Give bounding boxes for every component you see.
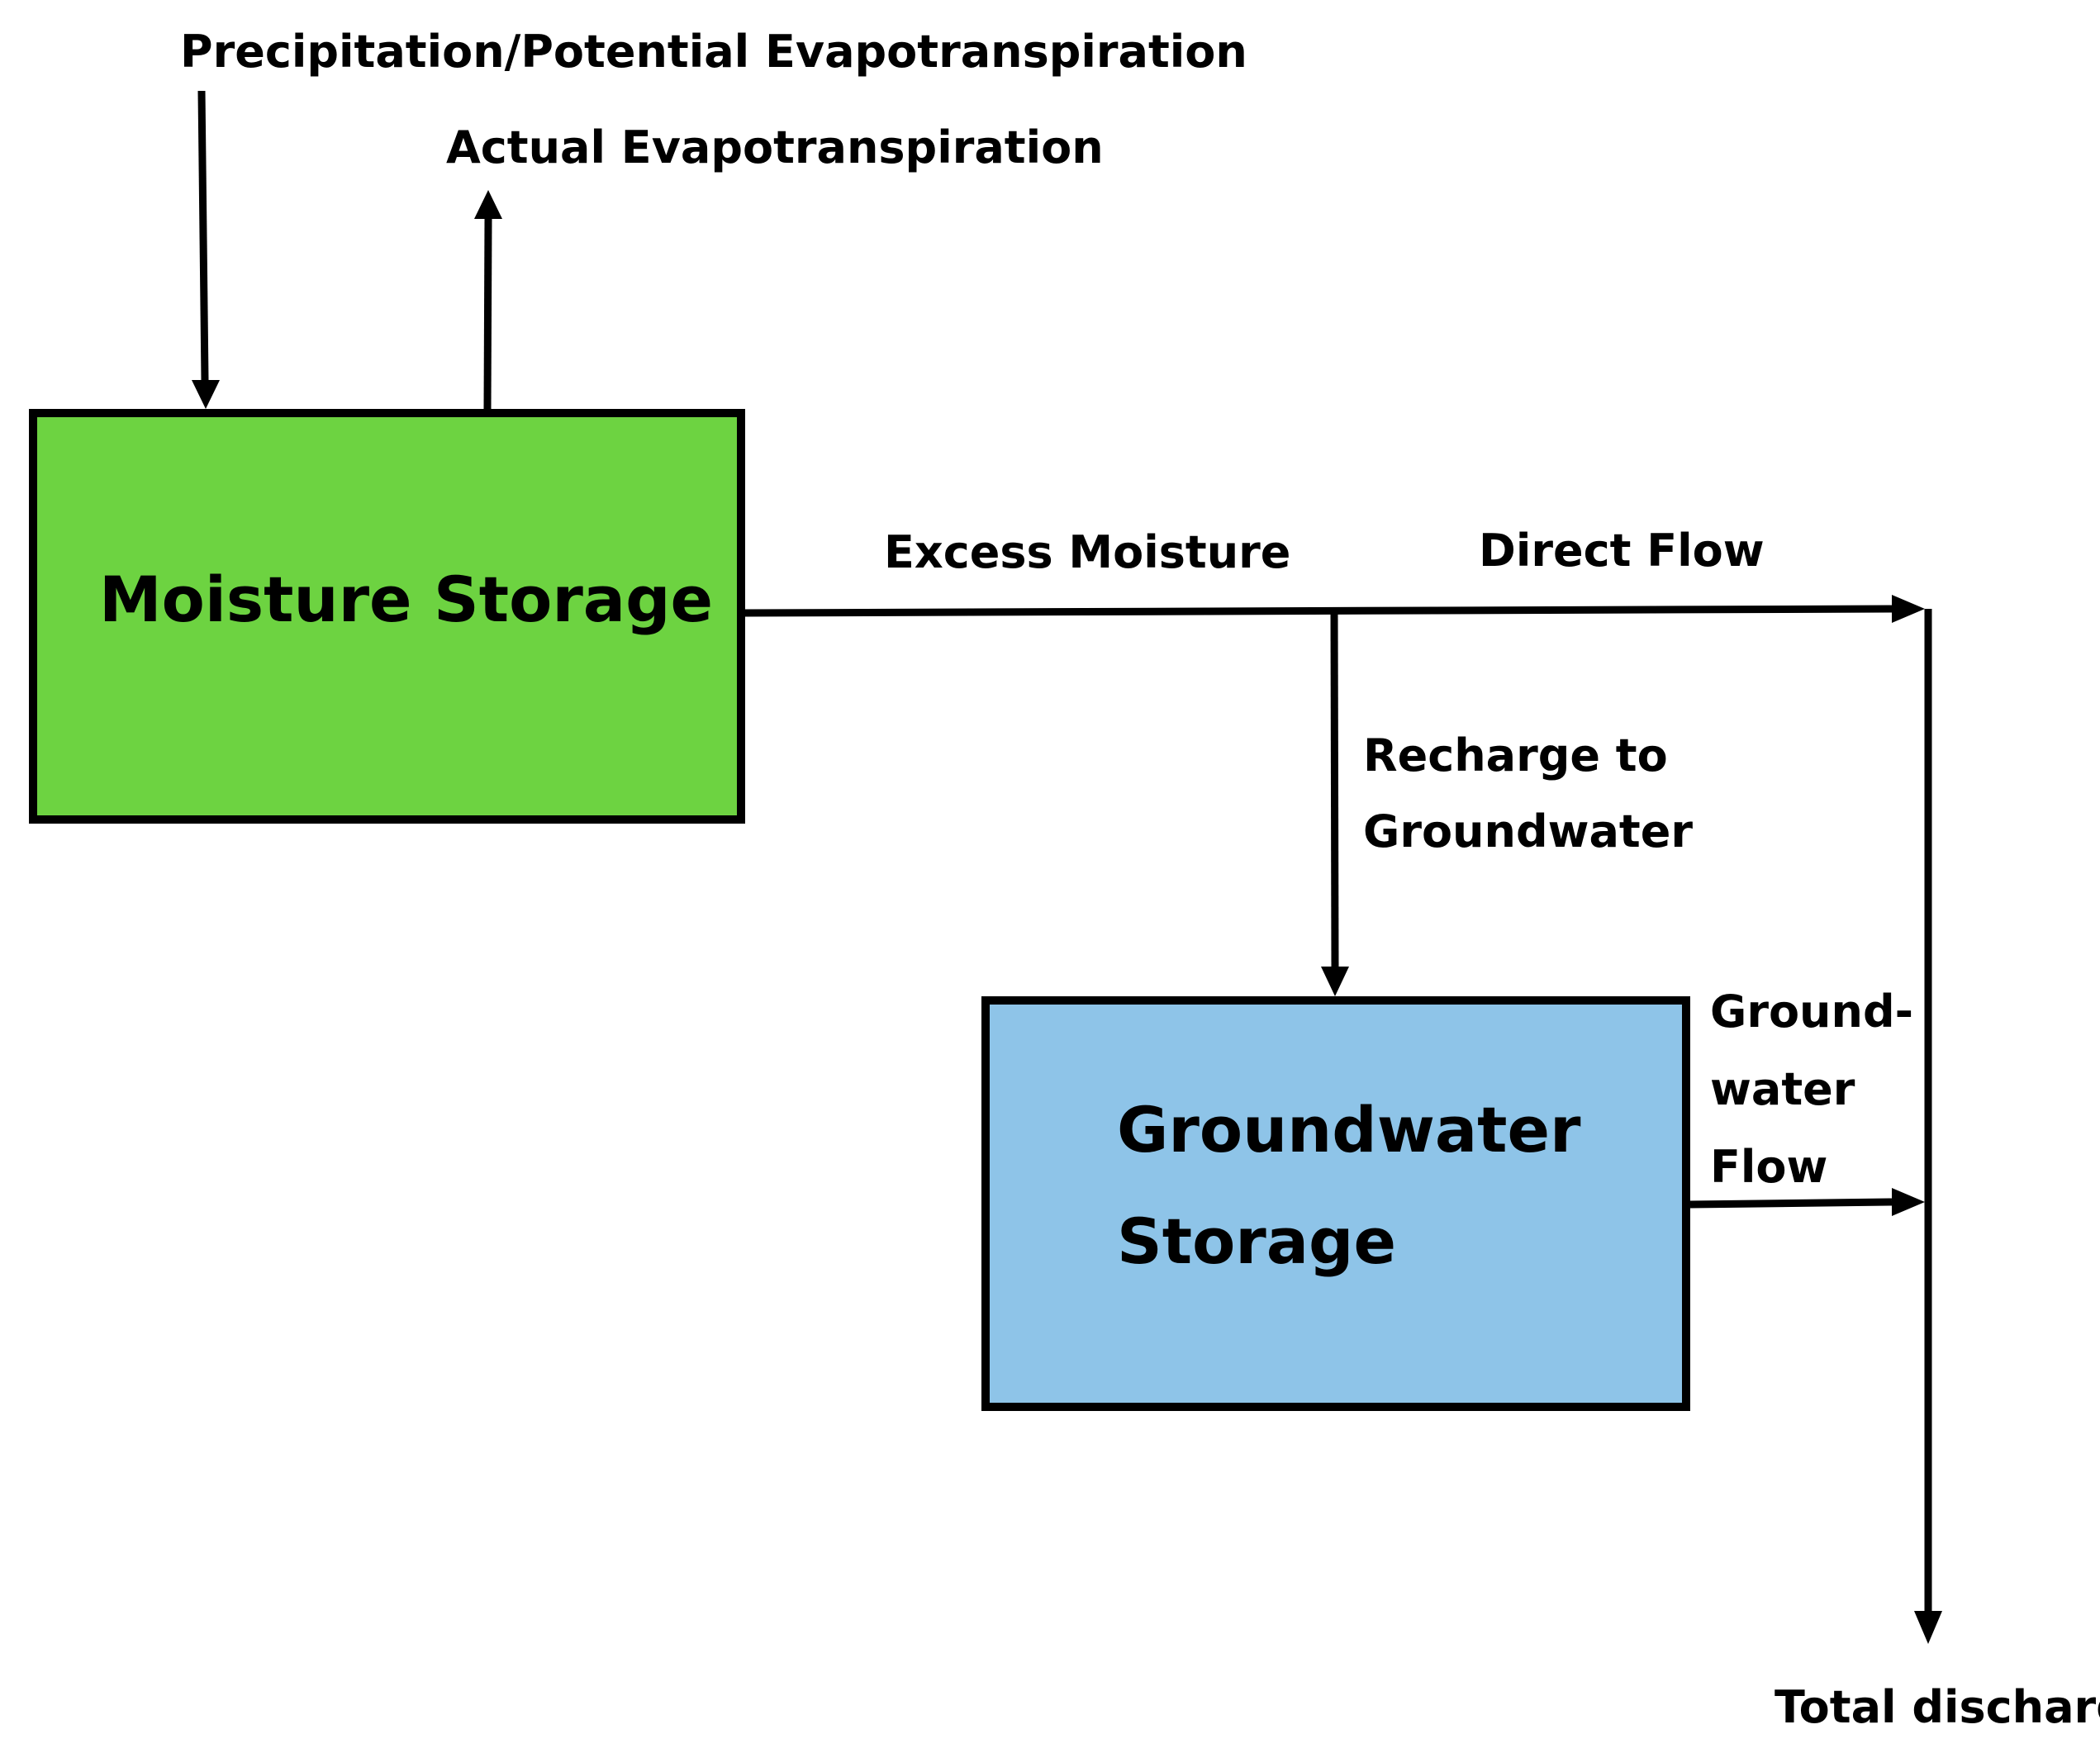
recharge-arrowhead	[1321, 967, 1349, 996]
direct-flow-arrowhead	[1892, 595, 1925, 623]
precipitation-arrowhead	[192, 380, 220, 409]
actual-et-arrow-line	[483, 218, 492, 410]
groundwater-flow-arrowhead	[1892, 1188, 1925, 1216]
excess-moisture-line	[744, 605, 1893, 617]
groundwater-flow-label-line1: Ground-	[1710, 986, 1914, 1038]
recharge-arrow-line	[1330, 612, 1339, 967]
actual-et-label: Actual Evapotranspiration	[446, 121, 1104, 173]
groundwater-storage-box	[981, 996, 1690, 1411]
total-discharge-arrowhead	[1914, 1611, 1942, 1644]
total-discharge-label: Total discharge	[1775, 1681, 2100, 1733]
precipitation-label: Precipitation/Potential Evapotranspirati…	[180, 26, 1247, 78]
groundwater-flow-label-line2: water	[1710, 1063, 1855, 1115]
excess-moisture-label: Excess Moisture	[884, 526, 1291, 578]
groundwater-storage-title-line2: Storage	[1117, 1204, 1396, 1278]
precipitation-arrow-line	[197, 90, 209, 381]
direct-flow-label: Direct Flow	[1479, 525, 1765, 577]
moisture-storage-box	[29, 409, 745, 824]
groundwater-flow-line	[1689, 1198, 1893, 1209]
moisture-storage-title: Moisture Storage	[99, 563, 714, 636]
groundwater-storage-title-line1: Groundwater	[1117, 1093, 1581, 1166]
recharge-label-line2: Groundwater	[1363, 805, 1693, 857]
actual-et-arrowhead	[474, 190, 502, 219]
groundwater-flow-label-line3: Flow	[1710, 1141, 1828, 1193]
recharge-label-line1: Recharge to	[1363, 729, 1668, 781]
